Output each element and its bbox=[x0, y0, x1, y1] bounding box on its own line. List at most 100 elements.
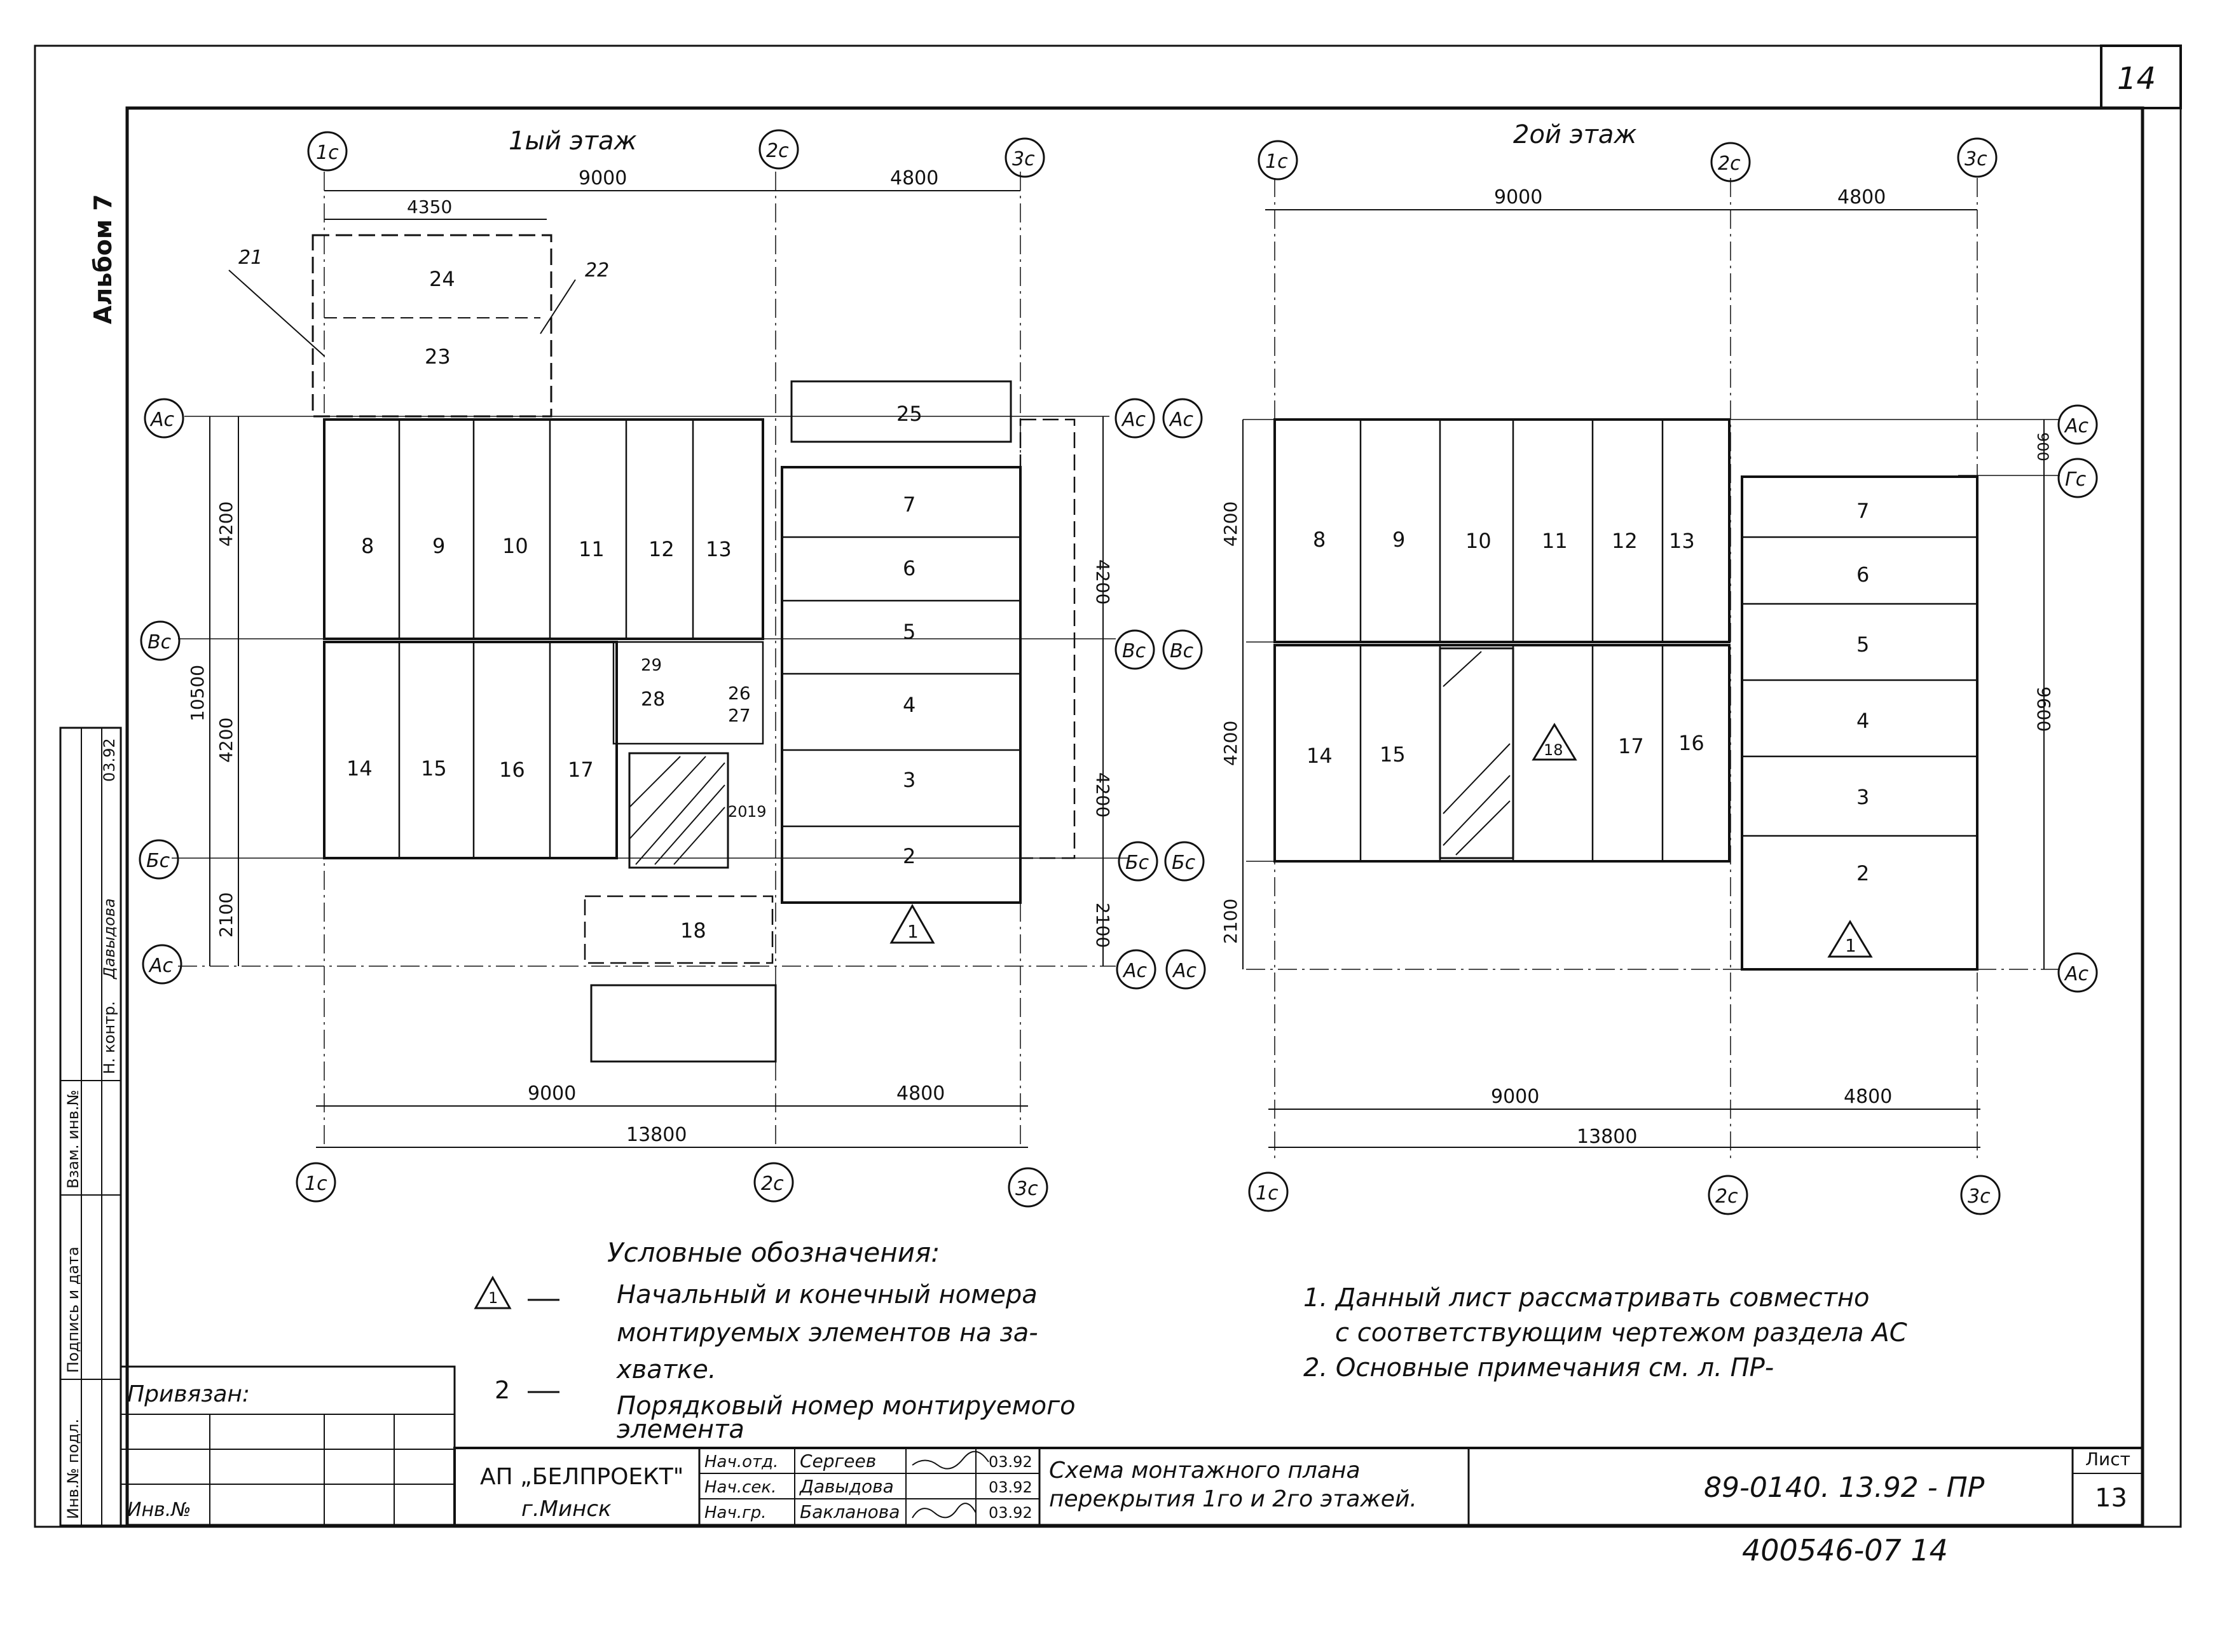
svg-text:3с: 3с bbox=[1965, 148, 1987, 170]
element-23: 23 bbox=[425, 345, 451, 369]
axis-bubble-a-right: Ас bbox=[2057, 404, 2098, 445]
balcony-slab-outline bbox=[312, 234, 552, 418]
axis-bubble-3c-bottom: 3с bbox=[1960, 1175, 2001, 1215]
svg-text:3с: 3с bbox=[1012, 148, 1035, 170]
dim-left-2100: 2100 bbox=[1220, 899, 1241, 944]
svg-text:1: 1 bbox=[1845, 935, 1856, 956]
dim-right-900: 900 bbox=[2034, 432, 2052, 461]
axis-bubble-a2-left: Ас bbox=[1165, 949, 1206, 990]
role-3: Нач.гр. bbox=[704, 1503, 767, 1522]
svg-text:2с: 2с bbox=[761, 1173, 784, 1195]
svg-text:10: 10 bbox=[1465, 529, 1492, 553]
svg-text:11: 11 bbox=[579, 537, 605, 561]
sheet-label: Лист bbox=[2085, 1449, 2130, 1470]
dim-bot-13800: 13800 bbox=[1577, 1126, 1637, 1148]
svg-text:Ас: Ас bbox=[1122, 960, 1148, 982]
legend-triangle-icon bbox=[474, 1275, 512, 1309]
stamp-name: Давыдова bbox=[100, 898, 118, 980]
axis-bubble-a-left: Ас bbox=[1162, 398, 1203, 439]
role-1: Нач.отд. bbox=[704, 1452, 778, 1471]
dim-bot-13800: 13800 bbox=[626, 1124, 687, 1146]
legend-symbol: 1 bbox=[488, 1289, 498, 1307]
title-block: АП „БЕЛПРОЕКТ" г.Минск Нач.отд. Нач.сек.… bbox=[453, 1447, 2144, 1527]
stair-hatching bbox=[1443, 651, 1511, 856]
svg-text:2: 2 bbox=[903, 844, 915, 868]
drawing-title-1: Схема монтажного плана bbox=[1049, 1457, 1361, 1484]
stamp-signature-date: Подпись и дата bbox=[64, 1246, 82, 1373]
svg-text:12: 12 bbox=[1612, 529, 1638, 553]
dim-bot-9000: 9000 bbox=[1491, 1086, 1539, 1108]
corner-box bbox=[2100, 44, 2182, 109]
bound-label: Привязан: bbox=[127, 1381, 250, 1407]
date-1: 03.92 bbox=[989, 1453, 1032, 1471]
floor-1-plan: 1ый этаж 1с 2с 3с 1с 2с 3с Ас Вс Бс Ас А… bbox=[139, 126, 1158, 1208]
dim-right-4200b: 4200 bbox=[1092, 772, 1113, 817]
stair-hatched-zone bbox=[628, 752, 729, 869]
axis-bubble-a2-right: Ас bbox=[1116, 949, 1156, 990]
leader-22 bbox=[540, 279, 576, 334]
svg-text:Ас: Ас bbox=[2064, 415, 2089, 437]
svg-text:1с: 1с bbox=[1265, 151, 1288, 173]
dim-top-9000: 9000 bbox=[579, 167, 627, 189]
inner-frame bbox=[125, 106, 2144, 1527]
stair-block-outline bbox=[612, 641, 764, 745]
porch-outline bbox=[590, 984, 777, 1063]
svg-text:9: 9 bbox=[1392, 528, 1405, 552]
note-1: 1. Данный лист рассматривать совместно bbox=[1303, 1283, 1870, 1313]
drawing-title-2: перекрытия 1го и 2го этажей. bbox=[1049, 1486, 1417, 1512]
slab-25-outline bbox=[790, 380, 1012, 443]
legend-item2-line1: Порядковый номер монтируемого bbox=[617, 1391, 1076, 1421]
svg-text:10: 10 bbox=[502, 534, 528, 558]
sheet-number: 13 bbox=[2095, 1484, 2127, 1513]
slab-18-outline bbox=[584, 895, 774, 964]
slab-labels-top: 8 9 10 11 12 13 bbox=[361, 534, 732, 561]
element-20: 20 bbox=[728, 803, 748, 821]
date-2: 03.92 bbox=[989, 1478, 1032, 1496]
axis-bubble-2c-top: 2с bbox=[1710, 142, 1751, 182]
svg-text:14: 14 bbox=[346, 756, 373, 781]
role-2: Нач.сек. bbox=[704, 1478, 776, 1497]
element-19: 19 bbox=[747, 803, 767, 821]
element-22: 22 bbox=[585, 259, 609, 282]
slab-dividers-right bbox=[782, 536, 1020, 828]
axis-bubble-a-right: Ас bbox=[1114, 398, 1155, 439]
svg-text:1с: 1с bbox=[1256, 1182, 1279, 1205]
binding-block: Привязан: Инв.№ bbox=[120, 1365, 456, 1527]
signature-1 bbox=[912, 1451, 989, 1470]
slab-group-right-outline bbox=[1741, 475, 1978, 971]
element-24: 24 bbox=[429, 267, 455, 291]
svg-text:13: 13 bbox=[1669, 529, 1695, 553]
slab-labels-right: 7 6 5 4 3 2 bbox=[1856, 499, 1869, 885]
slab-group-bottom-outline bbox=[1273, 644, 1731, 863]
slab-labels-right: 7 6 5 4 3 2 bbox=[903, 493, 915, 868]
svg-text:1с: 1с bbox=[316, 142, 339, 164]
axis-bubble-2c-top: 2с bbox=[758, 129, 799, 170]
org-city: г.Минск bbox=[521, 1496, 612, 1522]
svg-text:Бс: Бс bbox=[1172, 852, 1196, 874]
dim-top-4800: 4800 bbox=[890, 167, 938, 189]
start-marker-floor-1: 1 bbox=[889, 903, 935, 944]
svg-text:5: 5 bbox=[1856, 632, 1869, 657]
inv-label: Инв.№ bbox=[127, 1499, 191, 1521]
start-marker-floor-2: 1 bbox=[1827, 920, 1873, 958]
dim-top-4800: 4800 bbox=[1837, 186, 1886, 208]
stamp-date: 03.92 bbox=[100, 738, 118, 782]
dim-bot-4800: 4800 bbox=[896, 1082, 945, 1105]
dim-left-2100: 2100 bbox=[216, 892, 237, 938]
svg-text:16: 16 bbox=[1678, 731, 1704, 755]
floor-2-title: 2ой этаж bbox=[1513, 120, 1636, 149]
slab-group-bottom-outline bbox=[323, 641, 618, 859]
axis-bubble-3c-top: 3с bbox=[1005, 137, 1045, 178]
axis-bubble-v-right: Вс bbox=[1114, 629, 1155, 670]
footer-code: 400546-07 14 bbox=[1742, 1533, 1948, 1567]
document-code: 89-0140. 13.92 - ПР bbox=[1704, 1471, 1985, 1504]
slab-group-right-outline bbox=[781, 466, 1022, 904]
axis-bubble-b-right: Бс bbox=[1118, 841, 1158, 882]
legend-item1-line3: хватке. bbox=[615, 1355, 717, 1384]
svg-text:7: 7 bbox=[1856, 499, 1869, 523]
dim-right-4200a: 4200 bbox=[1092, 559, 1113, 604]
dim-right-2100: 2100 bbox=[1092, 903, 1113, 948]
svg-text:2с: 2с bbox=[766, 140, 789, 162]
element-25: 25 bbox=[896, 402, 922, 426]
